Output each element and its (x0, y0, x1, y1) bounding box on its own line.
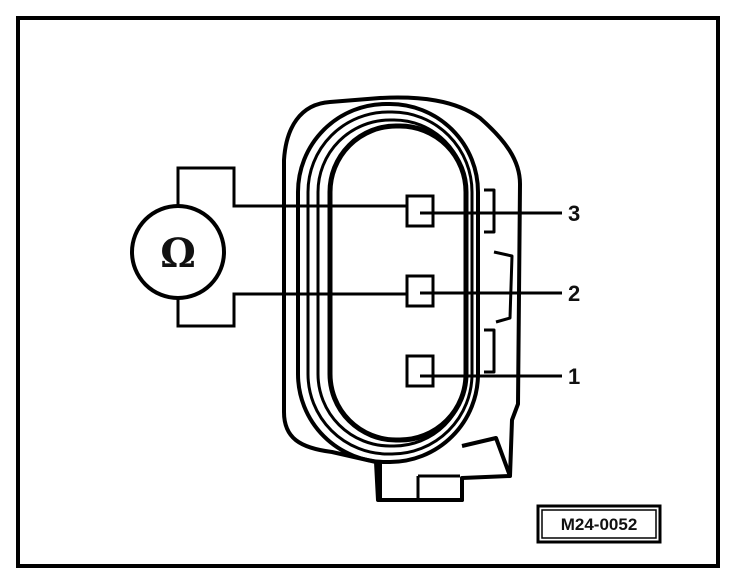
pin-label-1: 1 (568, 364, 580, 389)
meter-wiring (176, 166, 407, 328)
connector-housing (282, 95, 522, 502)
ohm-symbol: Ω (160, 230, 196, 277)
leader-lines (420, 211, 562, 378)
outer-frame (16, 16, 720, 568)
pin-label-3: 3 (568, 201, 580, 226)
figure-code: M24-0052 (561, 515, 638, 534)
pin-terminal-3 (405, 194, 435, 228)
figure-code-box: M24-0052 (536, 504, 662, 544)
ohmmeter-icon: Ω (130, 204, 226, 300)
pin-label-2: 2 (568, 281, 580, 306)
pin-terminal-1 (405, 354, 435, 388)
pin-terminals (405, 194, 435, 388)
pin-terminal-2 (405, 274, 435, 308)
